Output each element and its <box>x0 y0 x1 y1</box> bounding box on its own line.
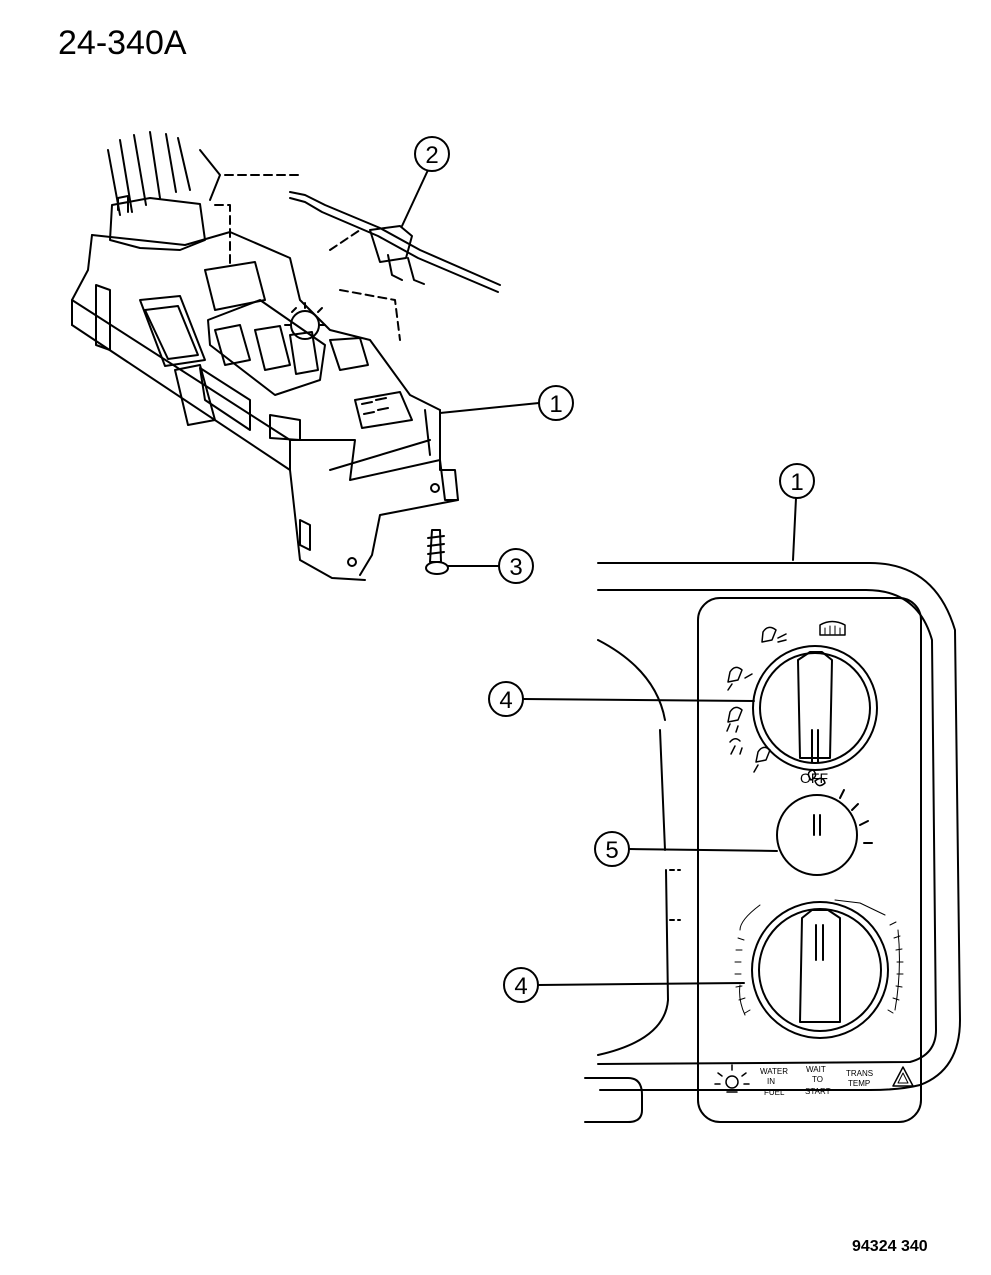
floor-heat-icon <box>753 746 771 773</box>
callouts: 1 2 3 1 4 5 <box>401 136 815 1003</box>
callout-number: 1 <box>790 469 803 496</box>
hazard-icon <box>892 1066 914 1087</box>
indicator-line: IN <box>767 1077 775 1086</box>
callout-number: 2 <box>425 142 438 169</box>
callout-1-top: 1 <box>538 385 574 421</box>
defrost-icon <box>819 620 846 636</box>
trans-temp-indicator: TRANS TEMP <box>846 1069 873 1088</box>
callout-4-upper: 4 <box>488 681 524 717</box>
indicator-line: TRANS <box>846 1069 873 1078</box>
control-assembly-drawing <box>71 131 501 581</box>
callout-3: 3 <box>498 548 534 584</box>
wait-to-start-indicator: WAIT TO START <box>805 1065 831 1096</box>
lamp-icon <box>714 1064 750 1093</box>
callout-number: 4 <box>514 973 527 1000</box>
indicator-line: WATER <box>760 1067 788 1076</box>
callout-number: 3 <box>509 554 522 581</box>
panel-vent-icon <box>761 626 787 643</box>
indicator-line: START <box>805 1087 831 1096</box>
indicator-line: FUEL <box>764 1088 785 1097</box>
drawing-number: 94324 340 <box>852 1238 928 1255</box>
water-in-fuel-indicator: WATER IN FUEL <box>760 1067 788 1097</box>
fan-icon <box>807 769 826 787</box>
callout-number: 4 <box>499 687 512 714</box>
indicator-line: TEMP <box>848 1079 870 1088</box>
callout-2: 2 <box>414 136 450 172</box>
mode-off-label: OFF <box>800 770 828 786</box>
bi-level-icon <box>727 666 753 691</box>
floor-icon <box>726 706 743 733</box>
callout-1-panel: 1 <box>779 463 815 499</box>
indicator-line: WAIT <box>806 1065 826 1074</box>
callout-4-lower: 4 <box>503 967 539 1003</box>
indicator-line: TO <box>812 1075 823 1084</box>
mix-icon <box>729 738 743 755</box>
callout-number: 1 <box>549 391 562 418</box>
figure-id: 24-340A <box>58 24 187 62</box>
callout-number: 5 <box>605 837 618 864</box>
control-panel-drawing: OFF WATER IN FUEL WAIT TO START TRANS TE… <box>584 562 961 1123</box>
callout-5: 5 <box>594 831 630 867</box>
